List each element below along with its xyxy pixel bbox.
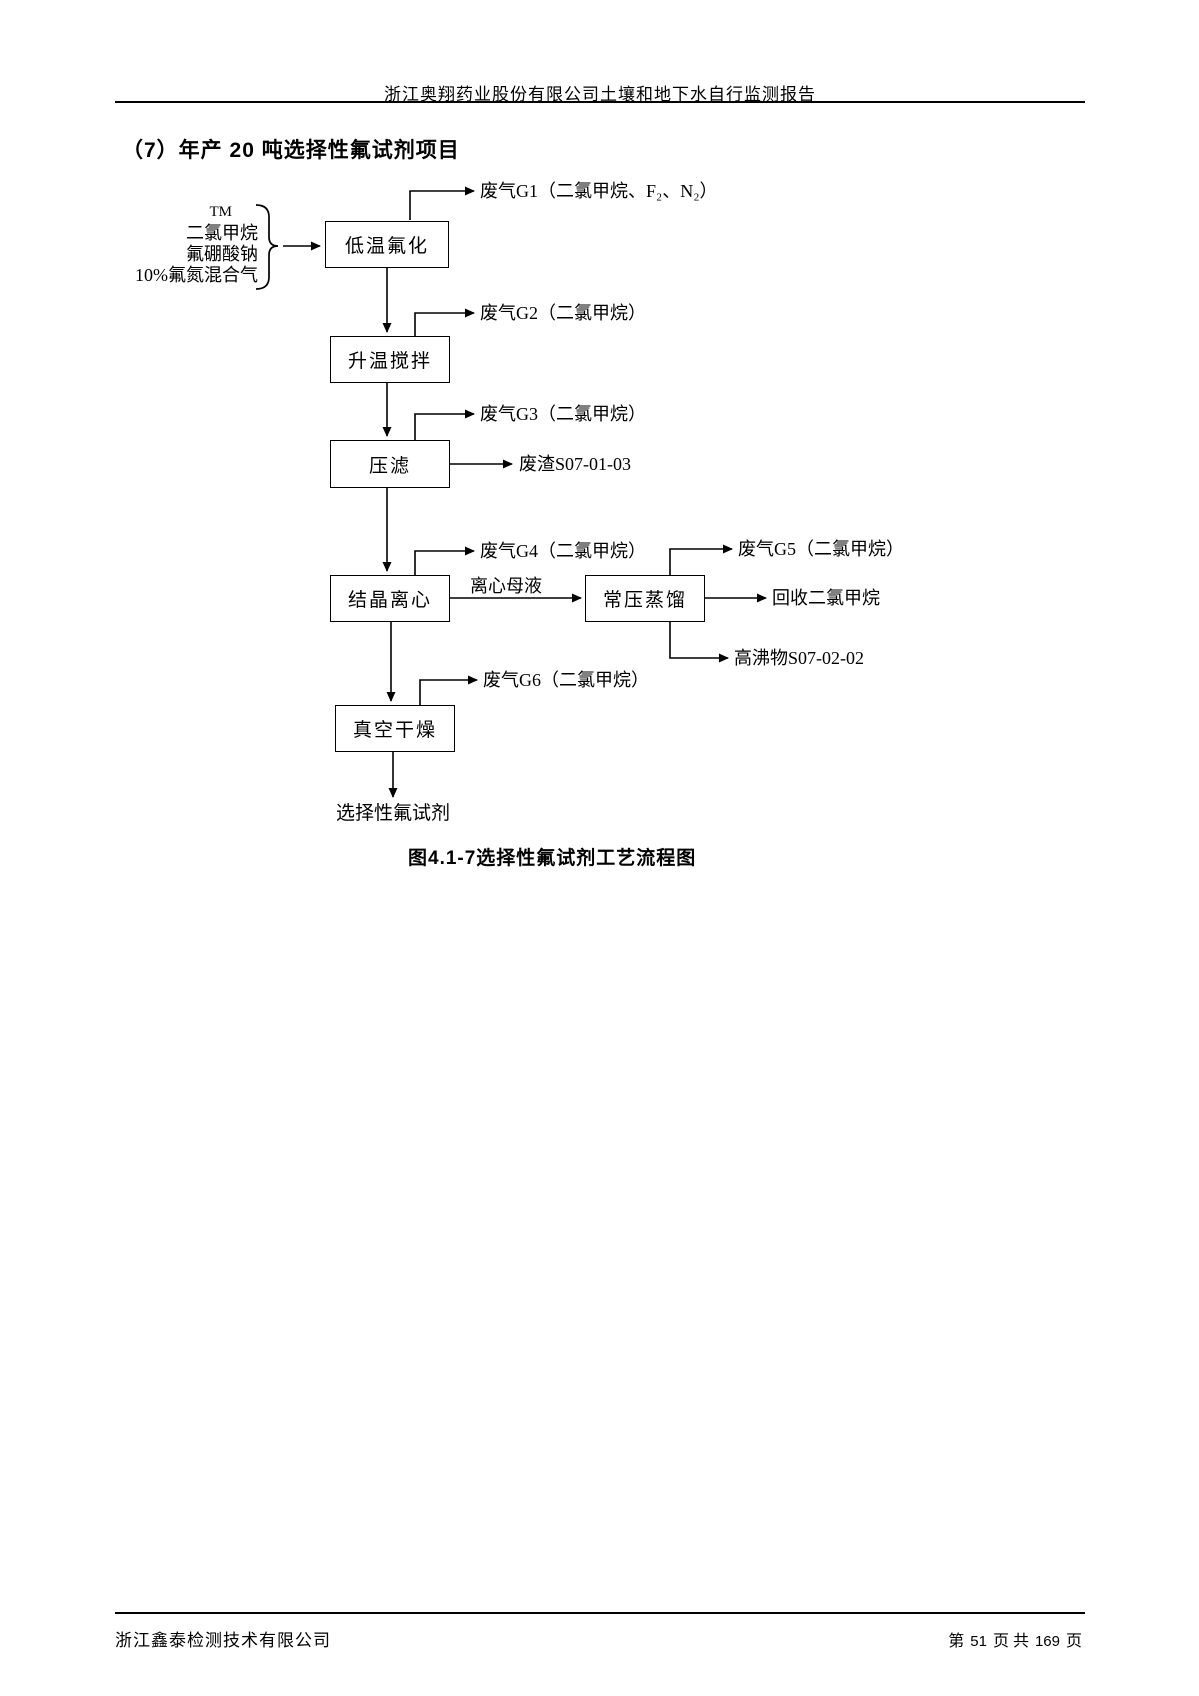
label-centrifuge-mother-liquor: 离心母液 <box>470 576 542 596</box>
footer-page-suffix: 页 <box>1065 1633 1082 1650</box>
footer-page-prefix: 第 <box>948 1633 965 1650</box>
feed-materials: TM 二氯甲烷 氟硼酸钠 10%氟氮混合气 <box>106 202 258 286</box>
arrow-branch-g2 <box>414 308 475 336</box>
label-waste-gas-g2: 废气G2（二氯甲烷） <box>480 303 646 323</box>
figure-caption: 图4.1-7选择性氟试剂工艺流程图 <box>408 848 697 869</box>
footer-page-number: 第 51 页 共 169 页 <box>945 1627 1085 1651</box>
page-header-title: 浙江奥翔药业股份有限公司土壤和地下水自行监测报告 <box>384 85 816 104</box>
label-waste-gas-g1: 废气G1（二氯甲烷、F₂、N₂） <box>480 181 718 201</box>
header-rule <box>115 101 1085 103</box>
flow-box-press-filter: 压滤 <box>330 440 450 488</box>
label-waste-gas-g4: 废气G4（二氯甲烷） <box>480 541 646 561</box>
label-waste-gas-g5: 废气G5（二氯甲烷） <box>738 539 904 559</box>
arrow-branch-g1 <box>409 186 475 220</box>
arrow-branch-g6 <box>419 675 478 705</box>
label-final-product: 选择性氟试剂 <box>336 803 451 824</box>
label-waste-residue: 废渣S07-01-03 <box>519 454 631 474</box>
flow-box-low-temp-fluorination: 低温氟化 <box>325 221 449 268</box>
label-waste-gas-g3: 废气G3（二氯甲烷） <box>480 404 646 424</box>
label-recovered-dcm: 回收二氯甲烷 <box>772 588 880 608</box>
footer-rule <box>115 1612 1085 1614</box>
label-waste-gas-g6: 废气G6（二氯甲烷） <box>483 670 649 690</box>
flow-box-crystal-centrifuge: 结晶离心 <box>330 575 450 622</box>
arrow-branch-g3 <box>414 409 475 440</box>
feed-line-sodium-fluoroborate: 氟硼酸钠 <box>186 244 258 264</box>
feed-brace <box>255 204 279 290</box>
flow-box-atm-distillation: 常压蒸馏 <box>585 575 705 622</box>
feed-line-fluorine-nitrogen-gas: 10%氟氮混合气 <box>135 265 258 285</box>
footer-total-pages: 169 <box>1034 1633 1060 1650</box>
section-heading: （7）年产 20 吨选择性氟试剂项目 <box>122 139 460 162</box>
arrow-branch-g5 <box>669 544 733 575</box>
feed-line-dcm: 二氯甲烷 <box>186 223 258 243</box>
footer-current-page: 51 <box>970 1633 987 1650</box>
footer-company-name: 浙江鑫泰检测技术有限公司 <box>115 1631 331 1650</box>
arrow-branch-g4 <box>414 546 475 575</box>
flow-box-vacuum-drying: 真空干燥 <box>335 705 455 752</box>
footer-page-middle: 页 共 <box>992 1633 1029 1650</box>
label-high-boiler: 高沸物S07-02-02 <box>734 648 864 668</box>
flow-box-heat-stir: 升温搅拌 <box>330 336 450 383</box>
feed-line-tm: TM <box>209 204 233 220</box>
arrow-branch-high-boiler <box>669 622 729 663</box>
